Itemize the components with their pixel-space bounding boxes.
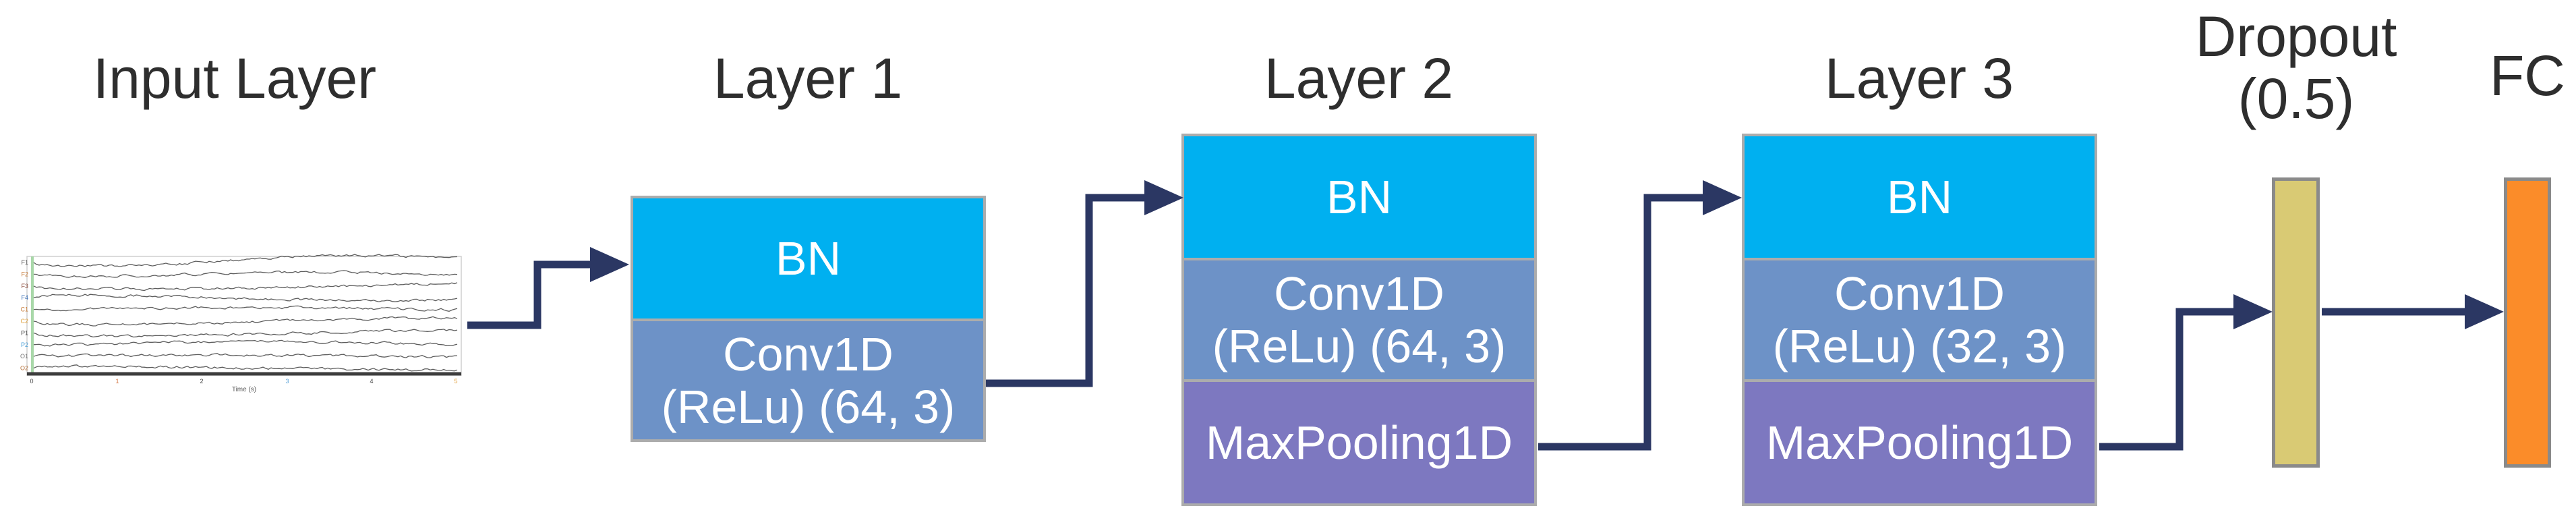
eeg-trace	[33, 294, 458, 302]
eeg-x-axis-label: Time (s)	[232, 386, 256, 393]
eeg-trace	[33, 270, 458, 278]
layer3-title: Layer 3	[1824, 47, 2014, 110]
layer2-title: Layer 2	[1264, 47, 1454, 110]
eeg-x-tick-label: 2	[200, 378, 203, 385]
layer3-conv-label-line2: (ReLu) (32, 3)	[1772, 320, 2067, 372]
fc-bar	[2504, 177, 2551, 468]
arrowhead-icon	[2233, 294, 2273, 329]
layer2-conv-section: Conv1D (ReLu) (64, 3)	[1184, 258, 1534, 379]
eeg-x-tick-label: 4	[370, 378, 373, 385]
layer3-box: BN Conv1D (ReLu) (32, 3) MaxPooling1D	[1742, 134, 2097, 506]
layer2-conv-label-line2: (ReLu) (64, 3)	[1212, 320, 1506, 372]
input-layer-title: Input Layer	[92, 47, 377, 110]
layer3-conv-section: Conv1D (ReLu) (32, 3)	[1745, 258, 2095, 379]
eeg-channel-mark: F4	[21, 294, 28, 301]
eeg-trace	[33, 339, 458, 347]
layer2-bn-label: BN	[1326, 171, 1393, 223]
layer2-maxpool-section: MaxPooling1D	[1184, 379, 1534, 503]
layer2-maxpool-label: MaxPooling1D	[1205, 416, 1513, 469]
dropout-bar	[2272, 177, 2320, 468]
layer1-conv-label-line2: (ReLu) (64, 3)	[661, 380, 956, 433]
eeg-x-tick-label: 0	[30, 378, 33, 385]
layer2-box: BN Conv1D (ReLu) (64, 3) MaxPooling1D	[1181, 134, 1537, 506]
arrow-dropout-to-fc	[2322, 294, 2504, 329]
eeg-trace	[33, 282, 458, 292]
dropout-title: Dropout (0.5)	[2107, 5, 2485, 130]
layer1-bn-section: BN	[633, 198, 983, 318]
layer2-bn-section: BN	[1184, 136, 1534, 258]
eeg-trace	[33, 353, 458, 358]
layer1-title: Layer 1	[713, 47, 903, 110]
arrow-layer3-to-dropout	[2099, 294, 2273, 451]
fc-title: FC	[2490, 44, 2565, 107]
eeg-channel-mark: C1	[20, 306, 28, 313]
dropout-title-line1: Dropout	[2195, 5, 2397, 68]
arrow-layer2-to-layer3	[1538, 180, 1742, 451]
layer1-box: BN Conv1D (ReLu) (64, 3)	[631, 196, 986, 442]
eeg-x-tick-label: 3	[285, 378, 289, 385]
layer1-conv-section: Conv1D (ReLu) (64, 3)	[633, 318, 983, 439]
eeg-channel-mark: F2	[21, 271, 28, 277]
eeg-trace	[33, 254, 458, 267]
layer3-bn-label: BN	[1886, 171, 1953, 223]
layer2-conv-label-line1: Conv1D	[1274, 267, 1444, 320]
layer3-maxpool-section: MaxPooling1D	[1745, 379, 2095, 503]
eeg-channel-mark: P1	[21, 329, 28, 336]
eeg-channel-mark: P2	[21, 341, 28, 348]
eeg-channel-mark: F1	[21, 259, 28, 266]
eeg-channel-mark: C2	[20, 318, 28, 325]
layer3-maxpool-label: MaxPooling1D	[1765, 416, 2074, 469]
eeg-trace	[33, 364, 458, 372]
eeg-trace	[33, 305, 458, 312]
layer3-conv-label-line1: Conv1D	[1834, 267, 2005, 320]
arrowhead-icon	[2465, 294, 2504, 329]
eeg-trace	[33, 316, 458, 327]
layer1-conv-label-line1: Conv1D	[723, 327, 894, 381]
arrowhead-icon	[1703, 180, 1742, 215]
eeg-x-tick-label: 1	[115, 378, 119, 385]
eeg-x-tick-label: 5	[454, 378, 457, 385]
eeg-channel-mark: O1	[20, 353, 28, 360]
eeg-trace	[33, 329, 458, 338]
arrowhead-icon	[1144, 180, 1183, 215]
arrow-input-to-layer1	[467, 247, 629, 329]
arrow-layer1-to-layer2	[986, 180, 1183, 387]
eeg-channel-mark: F3	[21, 283, 28, 289]
layer3-bn-section: BN	[1745, 136, 2095, 258]
arrowhead-icon	[590, 247, 629, 282]
dropout-title-line2: (0.5)	[2237, 67, 2355, 130]
eeg-channel-mark: O2	[20, 365, 28, 372]
layer1-bn-label: BN	[775, 232, 842, 285]
